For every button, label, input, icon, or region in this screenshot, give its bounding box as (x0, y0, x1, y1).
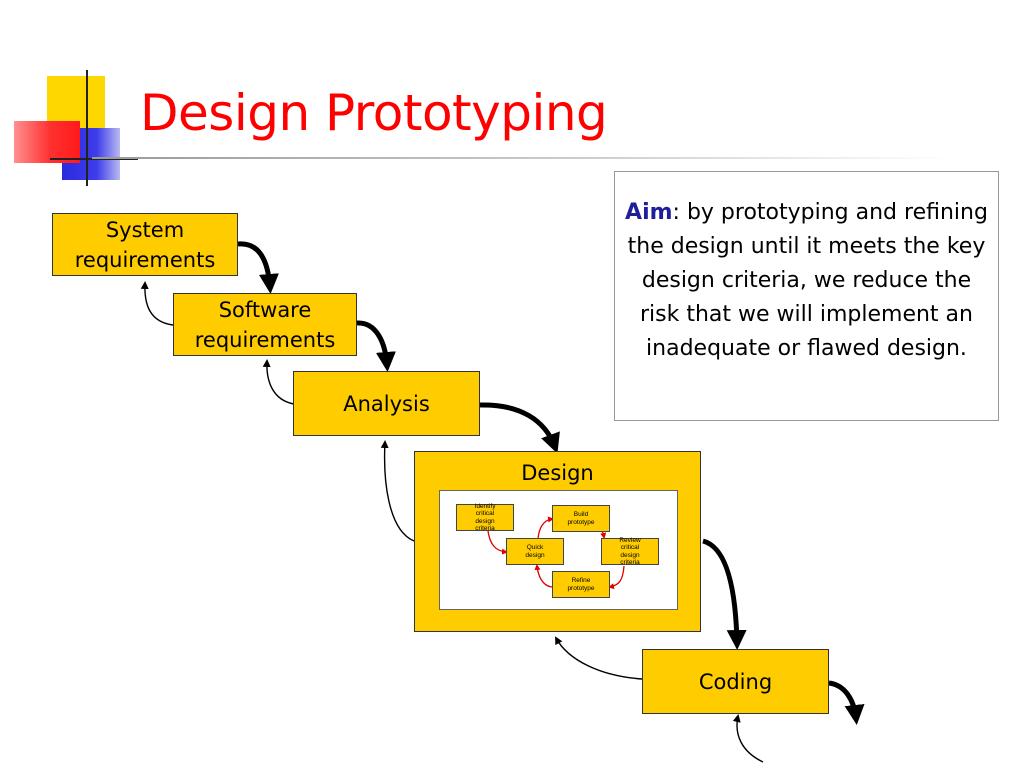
page-title: Design Prototyping (140, 84, 608, 142)
aim-text: : by prototyping and refining the design… (627, 200, 988, 361)
arrow-sysreq-to-swreq (237, 241, 279, 294)
prototype-cycle-arrows (487, 516, 625, 590)
stage-coding-label: Coding (698, 669, 773, 694)
arrow-swreq-to-analysis (356, 320, 396, 372)
logo-red-square (14, 121, 80, 163)
stage-system-requirements-label: System requirements (74, 217, 216, 272)
cycle-arrow-review-to-refine (608, 565, 625, 590)
cycle-identify-criteria-label: Identify critical design criteria (474, 502, 496, 533)
arrow-analysis-to-design (479, 402, 560, 454)
stage-analysis: Analysis (293, 371, 480, 436)
stage-design-label: Design (521, 461, 594, 485)
stage-system-requirements: System requirements (52, 213, 238, 276)
cycle-refine-prototype: Refine prototype (552, 571, 610, 598)
arrow-coding-out (828, 680, 865, 725)
title-underline (92, 157, 952, 159)
stage-coding: Coding (642, 649, 829, 714)
feedback-coding-to-design (555, 636, 643, 680)
cycle-arrow-quick-to-build (537, 516, 554, 540)
logo-horizontal-line (50, 158, 138, 160)
aim-callout: Aim: by prototyping and refining the des… (614, 171, 999, 421)
cycle-review-criteria-label: Review critical design criteria (619, 536, 641, 567)
stage-analysis-label: Analysis (343, 391, 430, 416)
cycle-arrow-refine-to-quick (534, 564, 553, 588)
feedback-below-to-coding (732, 714, 764, 763)
cycle-quick-design: Quick design (506, 538, 564, 565)
cycle-refine-prototype-label: Refine prototype (567, 577, 595, 592)
feedback-analysis-to-swreq (262, 359, 295, 405)
cycle-arrow-identify-to-quick (487, 530, 508, 555)
feedback-swreq-to-sysreq (140, 281, 174, 326)
stage-design: Design Identify critical design criteria… (414, 451, 701, 632)
prototype-cycle-panel: Identify critical design criteria Build … (439, 490, 678, 610)
stage-software-requirements: Software requirements (173, 293, 357, 356)
aim-label: Aim (625, 200, 673, 225)
arrow-design-to-coding (702, 538, 747, 650)
cycle-build-prototype-label: Build prototype (567, 511, 595, 526)
cycle-review-criteria: Review critical design criteria (601, 536, 659, 567)
cycle-quick-design-label: Quick design (525, 544, 545, 559)
cycle-build-prototype: Build prototype (552, 505, 610, 532)
logo-vertical-line (86, 70, 88, 186)
cycle-identify-criteria: Identify critical design criteria (456, 502, 514, 533)
feedback-design-to-analysis (380, 440, 415, 542)
stage-software-requirements-label: Software requirements (194, 297, 336, 352)
